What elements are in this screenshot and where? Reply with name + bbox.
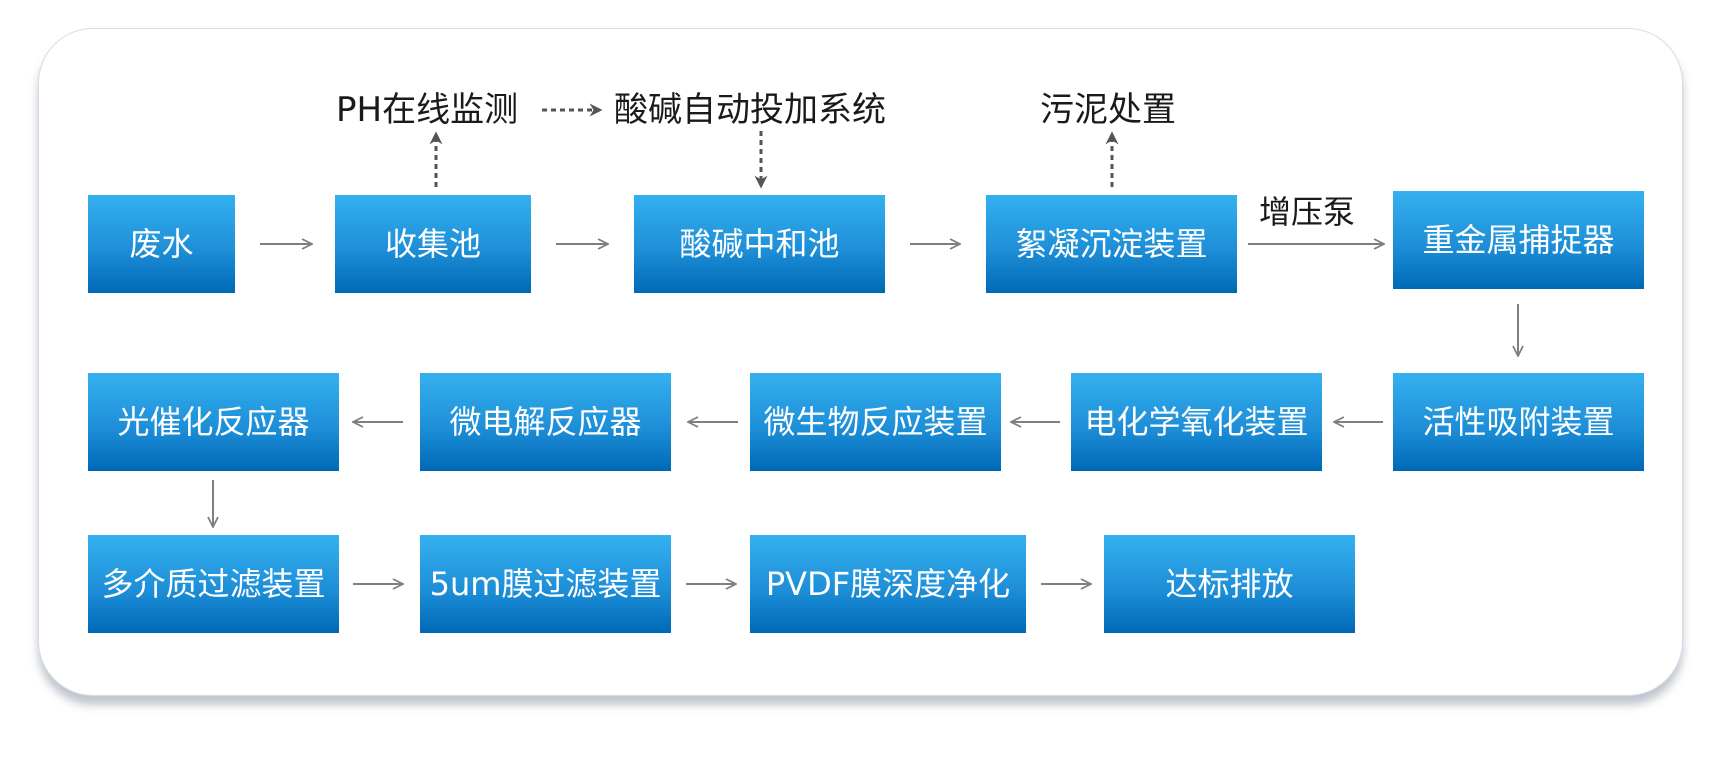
node-heavy-metal-catcher: 重金属捕捉器 [1393,191,1644,289]
node-electrochemical-oxidation: 电化学氧化装置 [1071,373,1322,471]
label-ph-monitoring: PH在线监测 [336,90,519,130]
node-microbial-reactor: 微生物反应装置 [750,373,1001,471]
node-collection-tank: 收集池 [335,195,531,293]
node-photocatalytic-reactor: 光催化反应器 [88,373,339,471]
label-sludge-disposal: 污泥处置 [1040,90,1176,130]
label-acid-base-dosing: 酸碱自动投加系统 [614,90,886,130]
node-wastewater: 废水 [88,195,235,293]
label-booster-pump: 增压泵 [1259,193,1356,231]
node-membrane-filter-5um: 5um膜过滤装置 [420,535,671,633]
node-activated-adsorption: 活性吸附装置 [1393,373,1644,471]
node-pvdf-purification: PVDF膜深度净化 [750,535,1026,633]
node-discharge: 达标排放 [1104,535,1355,633]
node-neutralization-tank: 酸碱中和池 [634,195,885,293]
node-micro-electrolysis-reactor: 微电解反应器 [420,373,671,471]
node-flocculation-device: 絮凝沉淀装置 [986,195,1237,293]
node-multimedia-filter: 多介质过滤装置 [88,535,339,633]
